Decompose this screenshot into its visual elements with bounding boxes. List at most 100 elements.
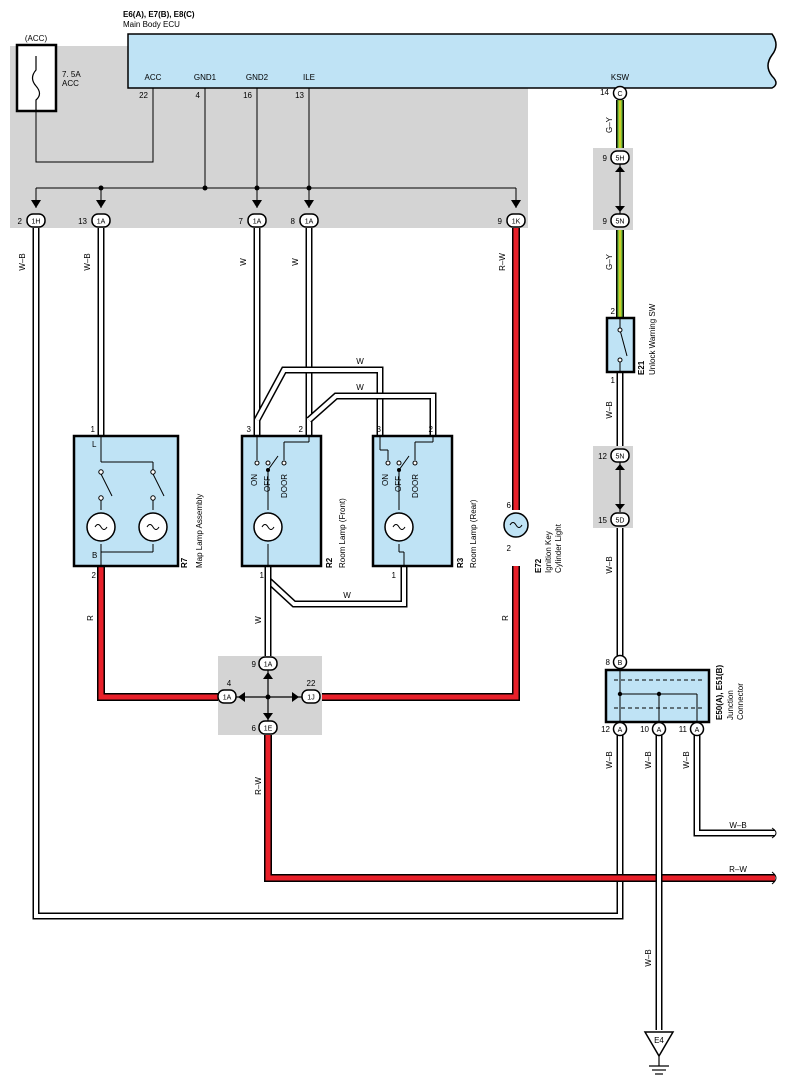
svg-text:1H: 1H	[32, 219, 41, 226]
ecu-pin-num-gnd1: 4	[196, 91, 201, 100]
wire-break-marks	[771, 827, 777, 885]
wire-label-w-5: W	[343, 591, 351, 600]
ecu-pin-ksw: KSW	[611, 73, 630, 82]
svg-text:11: 11	[679, 725, 688, 734]
svg-text:6: 6	[252, 724, 257, 733]
svg-text:E4: E4	[654, 1036, 664, 1045]
ecu-pin-num-acc: 22	[139, 91, 148, 100]
svg-text:5N: 5N	[616, 219, 625, 226]
fuse-rating: 7. 5A	[62, 70, 81, 79]
svg-text:22: 22	[307, 679, 316, 688]
svg-text:DOOR: DOOR	[280, 474, 289, 498]
ecu-subtitle: Main Body ECU	[123, 20, 180, 29]
svg-text:B: B	[92, 551, 97, 560]
junction-connector-id: E50(A), E51(B)	[715, 665, 724, 720]
connector-ksw-c: C	[612, 85, 628, 101]
svg-text:4: 4	[227, 679, 232, 688]
svg-text:2: 2	[429, 425, 434, 434]
svg-text:5N: 5N	[616, 454, 625, 461]
svg-text:A: A	[695, 727, 700, 734]
svg-text:2: 2	[92, 571, 97, 580]
connector-1a-13: 1A 13	[78, 213, 111, 228]
ecu-arrowheads	[31, 200, 521, 208]
svg-text:2: 2	[18, 217, 23, 226]
svg-text:9: 9	[603, 217, 608, 226]
svg-text:1: 1	[260, 571, 265, 580]
wire-label-wb-2: W–B	[83, 253, 92, 270]
svg-text:2: 2	[507, 544, 512, 553]
room-lamp-front-bulb-icon	[253, 512, 283, 542]
wire-rw-lower	[264, 735, 775, 882]
svg-text:13: 13	[78, 217, 87, 226]
ignition-key-id: E72	[534, 558, 543, 573]
wire-label-rw-3: R–W	[729, 865, 747, 874]
wire-label-wb-7: W–B	[644, 751, 653, 768]
wire-label-rw-2: R–W	[254, 777, 263, 795]
ecu-title: E6(A), E7(B), E8(C)	[123, 10, 195, 19]
wire-label-wb-5: W–B	[605, 556, 614, 573]
ground-e4: E4	[643, 1031, 675, 1075]
junction-5h-5n: 5H 9 5N 9	[603, 150, 630, 228]
wire-label-gy-2: G–Y	[605, 253, 614, 270]
svg-text:10: 10	[640, 725, 649, 734]
wire-label-gy-1: G–Y	[605, 116, 614, 133]
connector-1h: 1H 2	[18, 213, 46, 228]
svg-text:OFF: OFF	[263, 476, 272, 492]
ecu-pin-num-gnd2: 16	[243, 91, 252, 100]
wire-label-wb-4: W–B	[605, 401, 614, 418]
svg-text:15: 15	[598, 516, 607, 525]
wire-label-wb-9: W–B	[644, 949, 653, 966]
ecu-pin-num-ile: 13	[295, 91, 304, 100]
svg-text:9: 9	[603, 154, 608, 163]
wire-label-w-4: W	[356, 383, 364, 392]
map-lamp-assembly: L B 1 2 R7 Map Lamp Assembly	[72, 425, 204, 580]
ecu-pin-acc: ACC	[145, 73, 162, 82]
svg-text:5D: 5D	[616, 518, 625, 525]
wire-w-r3-pin2	[306, 392, 437, 436]
junction-connector-name1: Junction	[726, 690, 735, 720]
svg-text:6: 6	[507, 501, 512, 510]
wire-label-w-1: W	[239, 258, 248, 266]
svg-text:1A: 1A	[97, 219, 106, 226]
svg-text:7: 7	[239, 217, 244, 226]
ecu-junction-dots	[98, 185, 312, 191]
ecu-pin-ile: ILE	[303, 73, 315, 82]
room-lamp-rear-bulb-icon	[384, 512, 414, 542]
wire-label-wb-3: W–B	[729, 821, 746, 830]
svg-text:ON: ON	[381, 474, 390, 486]
junction-connector-name2: Connector	[736, 683, 745, 720]
wire-w-r3-pin3	[253, 366, 384, 436]
svg-text:DOOR: DOOR	[411, 474, 420, 498]
connector-1k: 1K 9	[498, 213, 526, 228]
fuse-icon	[31, 56, 41, 110]
svg-text:3: 3	[377, 425, 382, 434]
svg-text:1K: 1K	[512, 219, 521, 226]
wire-label-wb-1: W–B	[18, 253, 27, 270]
connector-1a-8: 1A 8	[291, 213, 319, 228]
svg-text:L: L	[92, 440, 97, 449]
svg-text:12: 12	[598, 452, 607, 461]
svg-text:OFF: OFF	[394, 476, 403, 492]
room-lamp-front-name: Room Lamp (Front)	[338, 498, 347, 568]
svg-text:8: 8	[291, 217, 296, 226]
wire-label-w-2: W	[291, 258, 300, 266]
svg-text:2: 2	[611, 307, 616, 316]
map-lamp-bulb-icon	[86, 512, 116, 542]
wire-label-w-3: W	[356, 357, 364, 366]
svg-text:C: C	[617, 91, 622, 98]
map-lamp-bulb-icon	[138, 512, 168, 542]
ecu-pin-gnd1: GND1	[194, 73, 217, 82]
unlock-warning-id: E21	[637, 360, 646, 375]
wire-label-rw-1: R–W	[498, 253, 507, 271]
map-lamp-name: Map Lamp Assembly	[195, 494, 204, 568]
svg-text:B: B	[618, 660, 623, 667]
svg-text:1A: 1A	[253, 219, 262, 226]
ignition-key-cylinder-light: 6 2 E72 Ignition Key Cylinder Light	[503, 501, 563, 573]
room-lamp-rear-name: Room Lamp (Rear)	[469, 499, 478, 568]
svg-text:A: A	[657, 727, 662, 734]
unlock-warning-switch: 2 1 E21 Unlock Warning SW	[605, 303, 657, 385]
map-lamp-id: R7	[180, 557, 189, 568]
room-lamp-front: ON OFF DOOR 3 2 1 R2 Room Lamp (Front)	[240, 425, 347, 580]
ground-icon	[649, 1056, 669, 1075]
